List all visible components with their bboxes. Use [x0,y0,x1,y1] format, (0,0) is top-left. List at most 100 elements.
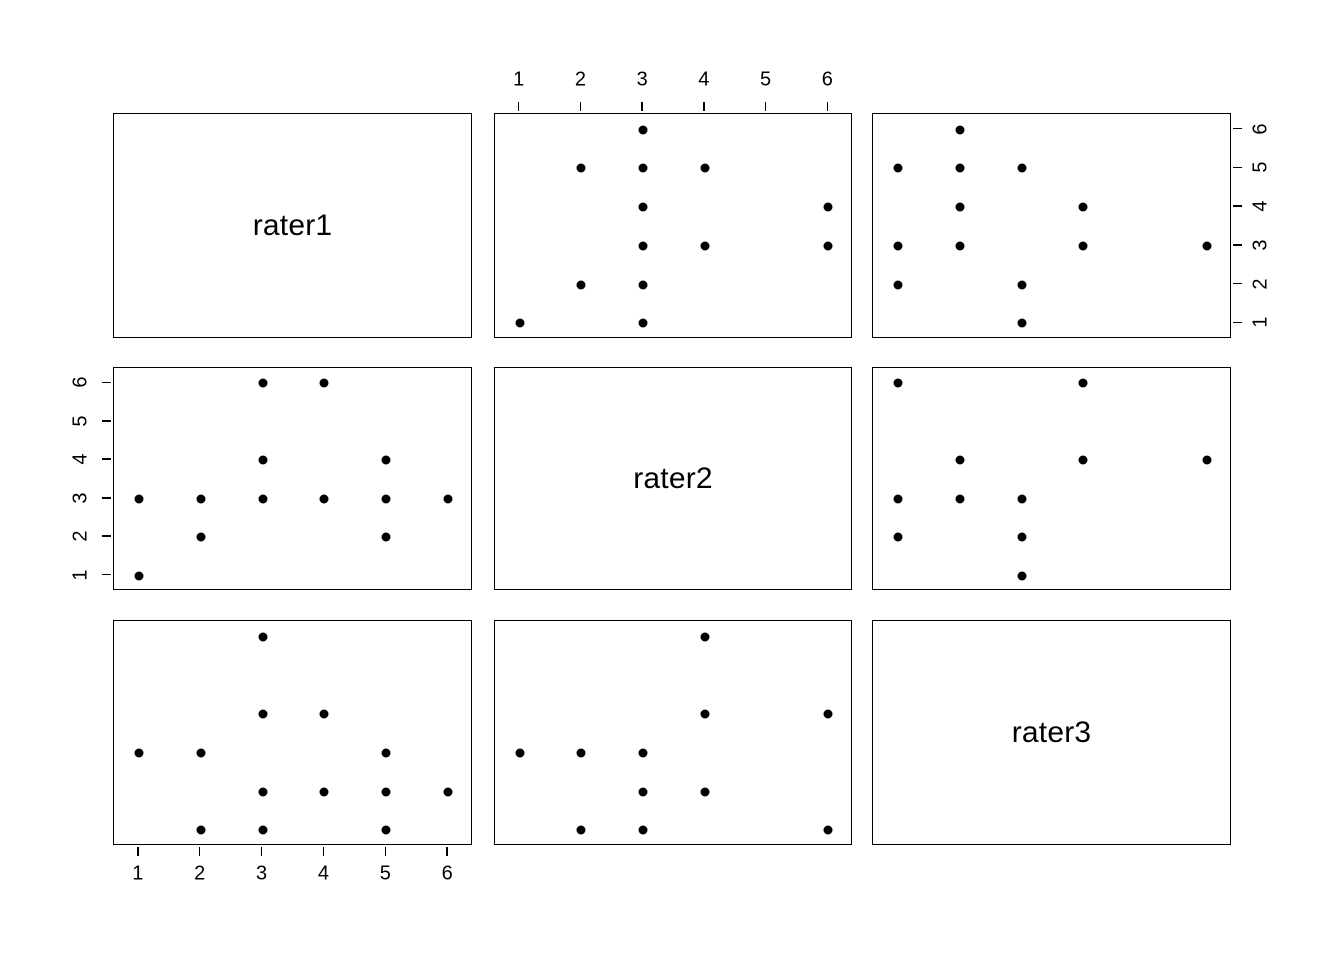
data-point [1202,241,1212,251]
data-point [319,494,329,504]
x-axis-tick-label: 6 [441,862,453,885]
data-point [638,241,648,251]
data-point [196,494,206,504]
data-point [823,825,833,835]
y-axis-tick [1233,244,1242,246]
data-point [700,787,710,797]
variable-label: rater1 [252,208,333,242]
data-point [1017,318,1027,328]
x-axis-tick-label: 3 [255,862,268,885]
data-point [955,163,965,173]
data-point [319,378,329,388]
data-point [638,825,648,835]
data-point [955,241,965,251]
scatter-panel-rater3-vs-rater1 [113,620,472,845]
x-axis-tick [446,847,449,856]
data-point [638,125,648,135]
diagonal-panel-rater3: rater3 [872,620,1231,845]
y-axis-tick-label: 4 [69,453,92,465]
y-axis-tick-label: 1 [1249,316,1272,329]
data-point [258,378,268,388]
data-point [700,632,710,642]
x-axis-tick [703,102,705,111]
y-axis-tick-label: 1 [69,569,92,581]
data-point [381,532,391,542]
y-axis-tick [102,458,111,461]
y-axis-tick-label: 6 [69,376,92,388]
variable-label: rater2 [633,461,713,495]
x-axis-tick-label: 5 [379,862,391,885]
y-axis-tick-label: 6 [1249,122,1272,135]
data-point [196,532,206,542]
data-point [893,378,903,388]
scatter-panel-rater3-vs-rater2 [494,620,852,845]
x-axis-tick [517,102,520,111]
scatter-panel-rater1-vs-rater2 [494,113,852,338]
data-point [258,494,268,504]
scatter-panel-rater2-vs-rater1 [113,367,472,590]
x-axis-tick-label: 4 [317,862,329,885]
y-axis-tick [1233,205,1242,207]
data-point [381,455,391,465]
data-point [700,241,710,251]
x-axis-tick [322,847,325,856]
data-point [576,748,586,758]
y-axis-tick [1233,127,1242,130]
y-axis-tick [1233,282,1242,285]
x-axis-tick-label: 4 [698,68,710,91]
y-axis-tick [102,496,111,499]
data-point [381,825,391,835]
x-axis-tick [826,102,829,111]
data-point [893,532,903,542]
data-point [258,787,268,797]
data-point [638,202,648,212]
data-point [955,455,965,465]
data-point [1078,378,1088,388]
data-point [258,632,268,642]
data-point [258,825,268,835]
data-point [700,709,710,719]
data-point [823,241,833,251]
y-axis-tick [1233,166,1242,169]
data-point [823,202,833,212]
data-point [1017,163,1027,173]
data-point [1078,455,1088,465]
data-point [515,748,525,758]
x-axis-tick [260,847,263,856]
x-axis-tick-label: 2 [574,68,586,91]
data-point [893,241,903,251]
data-point [576,163,586,173]
data-point [1017,494,1027,504]
data-point [638,318,648,328]
x-axis-tick-label: 5 [760,68,772,91]
data-point [1078,241,1088,251]
data-point [576,825,586,835]
data-point [638,163,648,173]
variable-label: rater3 [1011,715,1092,749]
x-axis-tick [198,847,201,856]
x-axis-tick-label: 2 [194,862,206,885]
data-point [134,571,144,581]
y-axis-tick [1233,321,1242,324]
scatter-panel-rater1-vs-rater3 [872,113,1231,338]
diagonal-panel-rater2: rater2 [494,367,852,590]
data-point [381,494,391,504]
y-axis-tick-label: 2 [1249,278,1272,290]
y-axis-tick-label: 4 [1249,200,1272,212]
y-axis-tick-label: 3 [1249,239,1272,251]
data-point [638,280,648,290]
data-point [381,787,391,797]
data-point [638,748,648,758]
data-point [1017,571,1027,581]
data-point [893,494,903,504]
y-axis-tick-label: 5 [1249,161,1272,173]
data-point [576,280,586,290]
data-point [258,455,268,465]
y-axis-tick [102,573,111,576]
data-point [893,163,903,173]
y-axis-tick-label: 3 [69,492,92,504]
data-point [381,748,391,758]
x-axis-tick-label: 1 [513,68,525,91]
x-axis-tick [641,102,643,111]
